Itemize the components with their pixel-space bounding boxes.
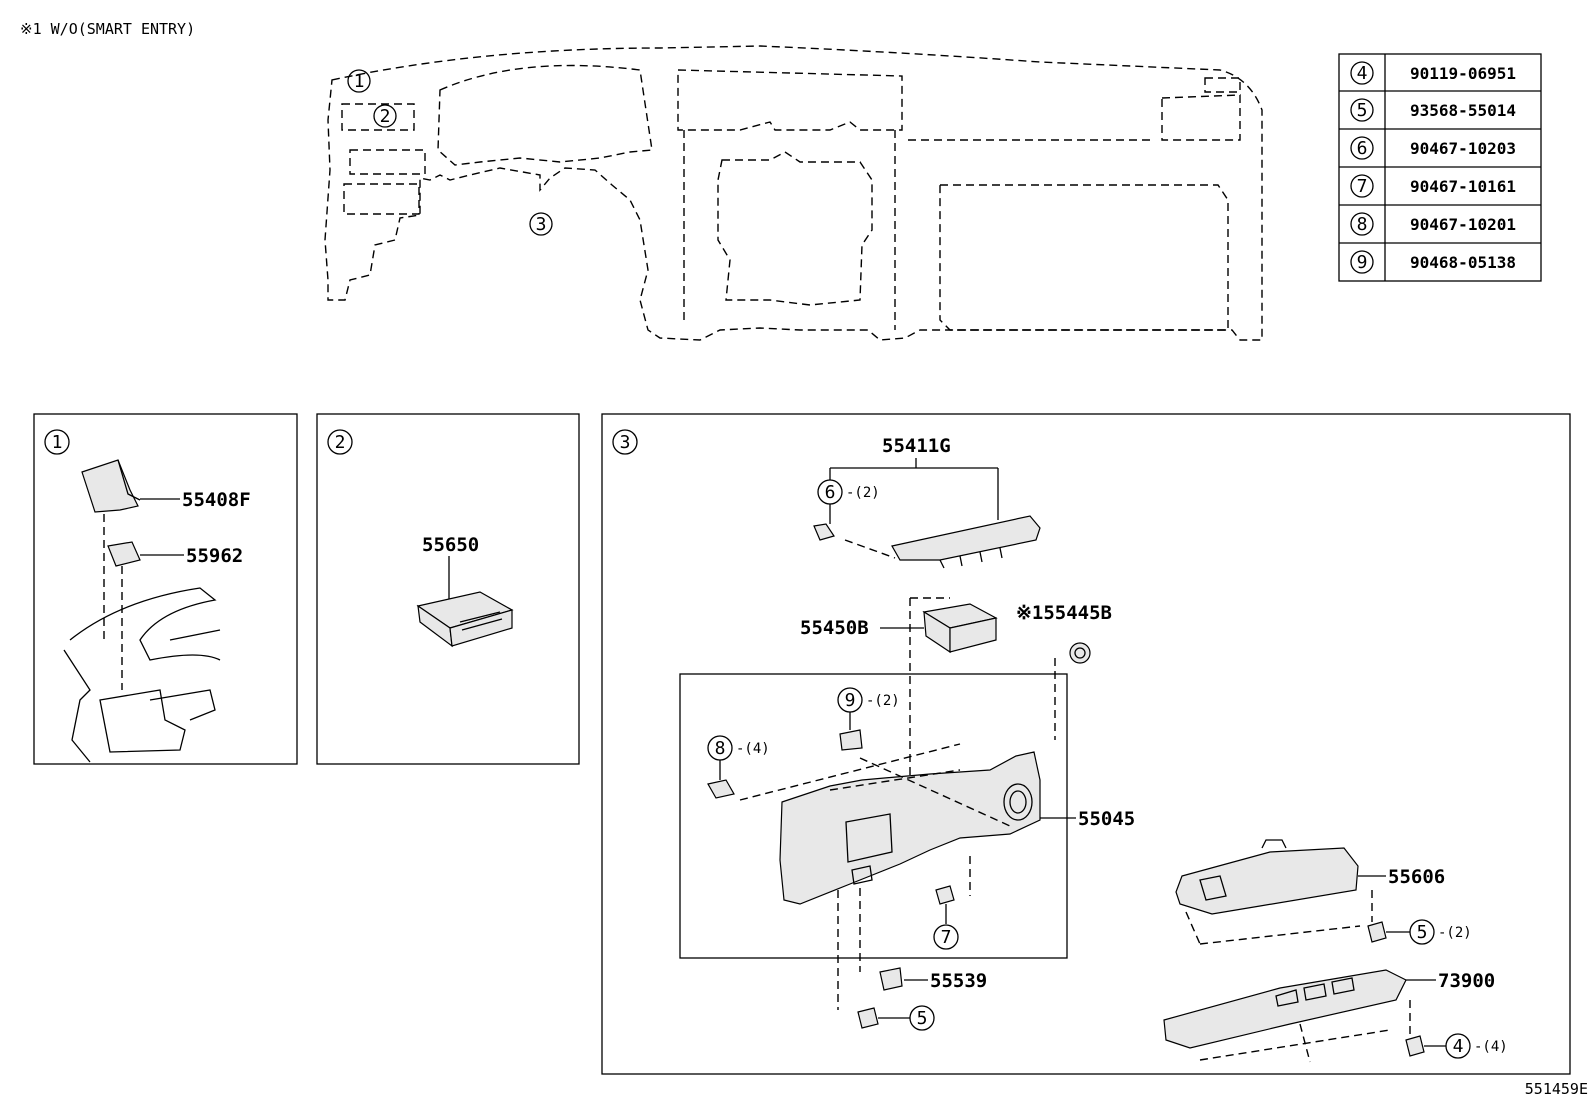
callout-4: 4 -(4) — [1445, 1033, 1508, 1059]
clip-9-part — [839, 729, 863, 751]
clip-part — [813, 523, 835, 541]
panel-badge: 3 — [612, 429, 638, 455]
callout-6: 6 -(2) — [817, 479, 880, 505]
label-55045: 55045 — [1078, 808, 1135, 830]
table-ref: 6 — [1357, 138, 1368, 159]
clip-55539-part — [879, 967, 903, 991]
table-ref: 7 — [1357, 176, 1368, 197]
svg-text:-(4): -(4) — [1474, 1039, 1508, 1055]
glovebox-door-part — [1175, 847, 1359, 915]
svg-text:-(4): -(4) — [736, 741, 770, 757]
lower-cover-part — [1163, 969, 1407, 1049]
panel-badge: 1 — [44, 429, 70, 455]
table-row: 7 90467-10161 — [1350, 174, 1516, 198]
table-ref: 4 — [1357, 63, 1368, 84]
svg-text:-(2): -(2) — [866, 693, 900, 709]
svg-text:6: 6 — [825, 482, 836, 503]
screw-5b-part — [1367, 921, 1387, 943]
table-part-no: 90467-10201 — [1410, 215, 1516, 234]
table-row: 5 93568-55014 — [1350, 98, 1516, 122]
callout-7: 7 — [933, 924, 959, 950]
ring-part — [1069, 642, 1091, 664]
table-ref: 5 — [1357, 100, 1368, 121]
label-55962: 55962 — [186, 545, 243, 567]
dashboard-overview — [324, 45, 1263, 341]
table-row: 4 90119-06951 — [1350, 61, 1516, 85]
overview-callout-3: 3 — [529, 212, 553, 236]
screw-5-part — [857, 1007, 879, 1029]
lower-panel-part — [779, 751, 1041, 905]
svg-text:8: 8 — [715, 738, 726, 759]
svg-text:1: 1 — [52, 432, 63, 453]
svg-text:5: 5 — [917, 1008, 928, 1029]
svg-text:7: 7 — [941, 927, 952, 948]
clip-8-part — [707, 779, 735, 799]
svg-text:2: 2 — [335, 432, 346, 453]
table-part-no: 90467-10203 — [1410, 139, 1516, 158]
table-ref: 8 — [1357, 214, 1368, 235]
panel-badge: 2 — [327, 429, 353, 455]
table-row: 9 90468-05138 — [1350, 250, 1516, 274]
label-73900: 73900 — [1438, 970, 1495, 992]
upper-panel-part — [891, 515, 1041, 561]
fastener-table: 4 90119-06951 5 93568-55014 6 90467-1020… — [1338, 53, 1542, 282]
cover-part — [81, 459, 139, 513]
label-55606: 55606 — [1388, 866, 1445, 888]
table-part-no: 90468-05138 — [1410, 253, 1516, 272]
callout-5: 5 — [909, 1005, 935, 1031]
table-ref: 9 — [1357, 252, 1368, 273]
label-55408f: 55408F — [182, 489, 251, 511]
overview-callout-1: 1 — [347, 69, 371, 93]
svg-text:5: 5 — [1417, 922, 1428, 943]
label-55539: 55539 — [930, 970, 987, 992]
callout-5b: 5 -(2) — [1409, 919, 1472, 945]
svg-text:3: 3 — [536, 214, 547, 235]
svg-text:-(2): -(2) — [846, 485, 880, 501]
table-row: 6 90467-10203 — [1350, 136, 1516, 160]
clip-7-part — [935, 885, 955, 905]
table-part-no: 93568-55014 — [1410, 101, 1516, 120]
detail-panel-3: 3 55411G 6 -(2) 55450B ※155445B — [601, 413, 1571, 1075]
header-note: ※1 W/O(SMART ENTRY) — [20, 20, 195, 38]
vent-part — [107, 541, 141, 567]
svg-text:1: 1 — [354, 71, 365, 92]
label-55411g: 55411G — [882, 435, 951, 457]
detail-panel-2: 2 55650 — [316, 413, 580, 765]
label-55650: 55650 — [422, 534, 479, 556]
screw-4-part — [1405, 1035, 1425, 1057]
svg-text:-(2): -(2) — [1438, 925, 1472, 941]
table-part-no: 90119-06951 — [1410, 64, 1516, 83]
label-55450b: 55450B — [800, 617, 869, 639]
label-55445b: ※155445B — [1016, 602, 1112, 624]
svg-text:2: 2 — [380, 106, 391, 127]
svg-text:4: 4 — [1453, 1036, 1464, 1057]
svg-text:3: 3 — [620, 432, 631, 453]
svg-text:9: 9 — [845, 690, 856, 711]
table-row: 8 90467-10201 — [1350, 212, 1516, 236]
detail-panel-1: 1 55408F 55962 — [33, 413, 298, 765]
callout-8: 8 -(4) — [707, 735, 770, 761]
callout-9: 9 -(2) — [837, 687, 900, 713]
footer-code: 551459E — [1525, 1080, 1588, 1098]
table-part-no: 90467-10161 — [1410, 177, 1516, 196]
overview-callout-2: 2 — [373, 104, 397, 128]
